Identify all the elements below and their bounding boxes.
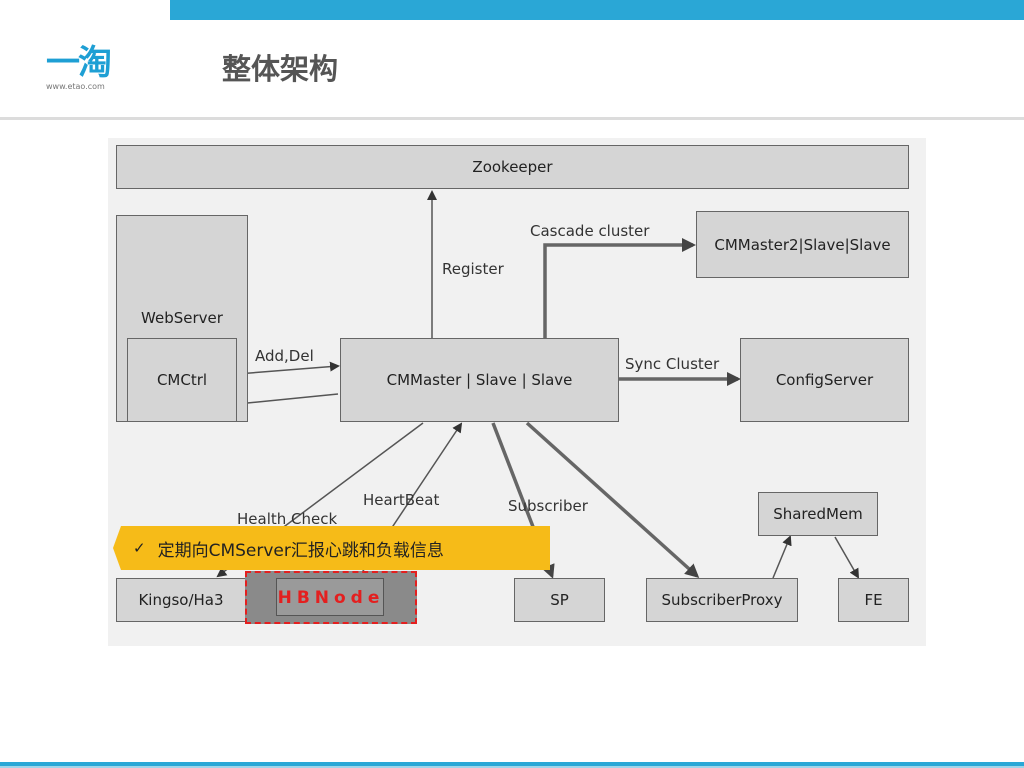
sharedmem-arrow [772, 535, 792, 579]
kingso-node: Kingso/Ha3 [116, 578, 246, 622]
cmctrl-node: CMCtrl [127, 338, 237, 422]
callout-banner: ✓ 定期向CMServer汇报心跳和负载信息 [113, 526, 550, 570]
add-del-label: Add,Del [255, 347, 314, 365]
health-check-label: Health Check [237, 510, 338, 528]
logo-url: www.etao.com [46, 82, 105, 91]
cascade-arrow [543, 238, 696, 338]
sharedmem-node: SharedMem [758, 492, 878, 536]
hbnode-inner-box [276, 578, 384, 616]
top-accent-bar [170, 0, 1024, 20]
add-del-arrow [236, 361, 340, 375]
subscriber-label: Subscriber [508, 497, 588, 515]
etao-logo: 一淘 [46, 43, 112, 83]
cascade-cluster-label: Cascade cluster [530, 222, 650, 240]
fe-node: FE [838, 578, 909, 622]
zookeeper-node: Zookeeper [116, 145, 909, 189]
fe-arrow [834, 536, 859, 579]
hbnode-label: HBNode [277, 587, 385, 608]
configserver-node: ConfigServer [740, 338, 909, 422]
hbnode-highlight: HBNode [245, 571, 417, 624]
heartbeat-label: HeartBeat [363, 491, 440, 509]
footer-line [0, 766, 1024, 768]
bottom-accent-bar [0, 762, 1024, 766]
subscriberproxy-node: SubscriberProxy [646, 578, 798, 622]
subscriberproxy-arrow [525, 421, 700, 579]
register-label: Register [442, 260, 504, 278]
sp-node: SP [514, 578, 605, 622]
callout-text: 定期向CMServer汇报心跳和负载信息 [157, 540, 444, 561]
return-arrow [235, 393, 339, 409]
cmmaster2-node: CMMaster2|Slave|Slave [696, 211, 909, 278]
cmmaster-node: CMMaster | Slave | Slave [340, 338, 619, 422]
webserver-label: WebServer [141, 309, 223, 327]
header-divider [0, 117, 1024, 120]
sync-cluster-label: Sync Cluster [625, 355, 720, 373]
checkmark-icon: ✓ [133, 539, 146, 557]
page-title: 整体架构 [222, 52, 339, 86]
